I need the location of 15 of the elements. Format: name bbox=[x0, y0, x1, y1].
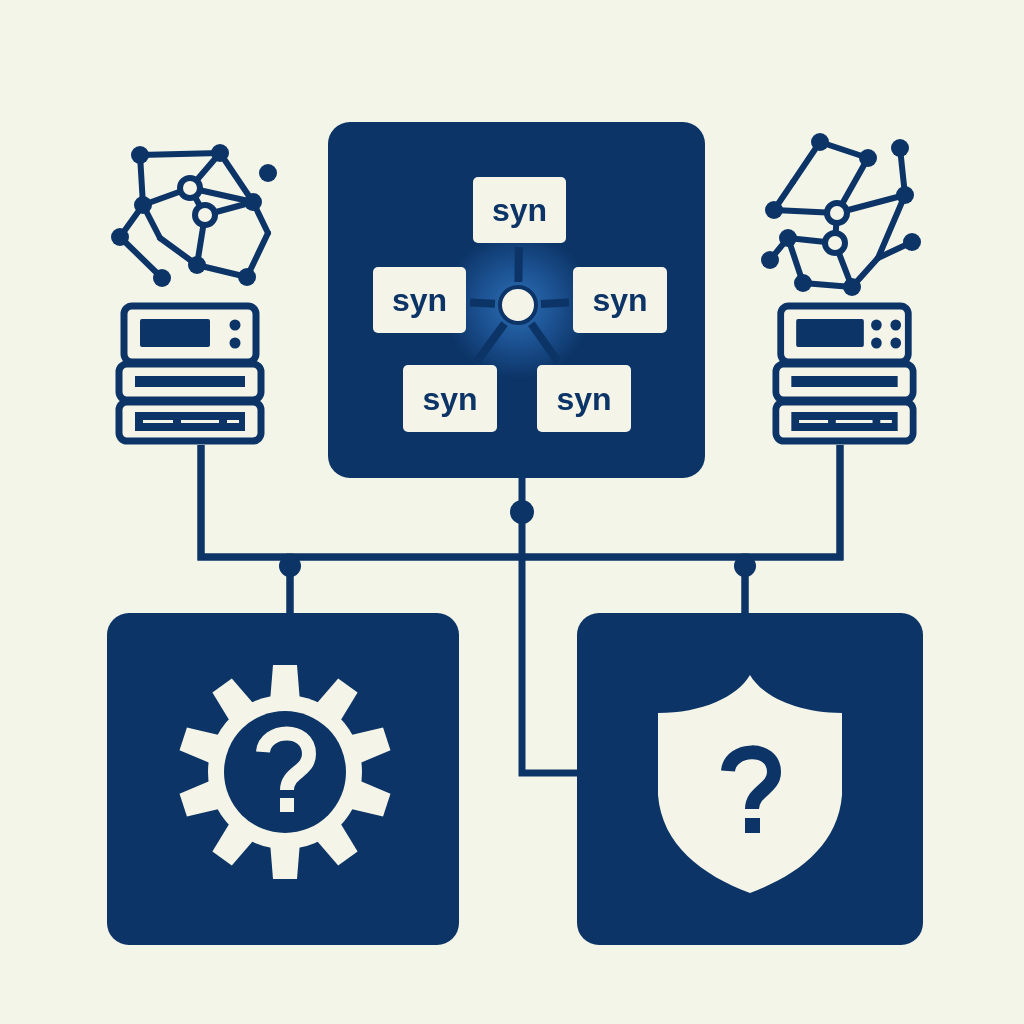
connector-line bbox=[473, 321, 508, 365]
connector-line bbox=[518, 478, 577, 777]
label-tag: syn bbox=[473, 177, 566, 243]
label-tag: syn bbox=[537, 365, 631, 432]
hub-circle bbox=[498, 285, 538, 325]
label-tag: syn bbox=[573, 267, 667, 333]
connector-line bbox=[514, 246, 523, 283]
rounded-panel bbox=[107, 613, 459, 945]
label-tag: syn bbox=[373, 267, 466, 333]
connector-line bbox=[540, 298, 570, 308]
connector-line bbox=[469, 298, 496, 308]
rounded-panel bbox=[328, 122, 705, 478]
rounded-panel bbox=[577, 613, 923, 945]
label-tag: syn bbox=[403, 365, 497, 432]
connector-line bbox=[528, 321, 562, 364]
